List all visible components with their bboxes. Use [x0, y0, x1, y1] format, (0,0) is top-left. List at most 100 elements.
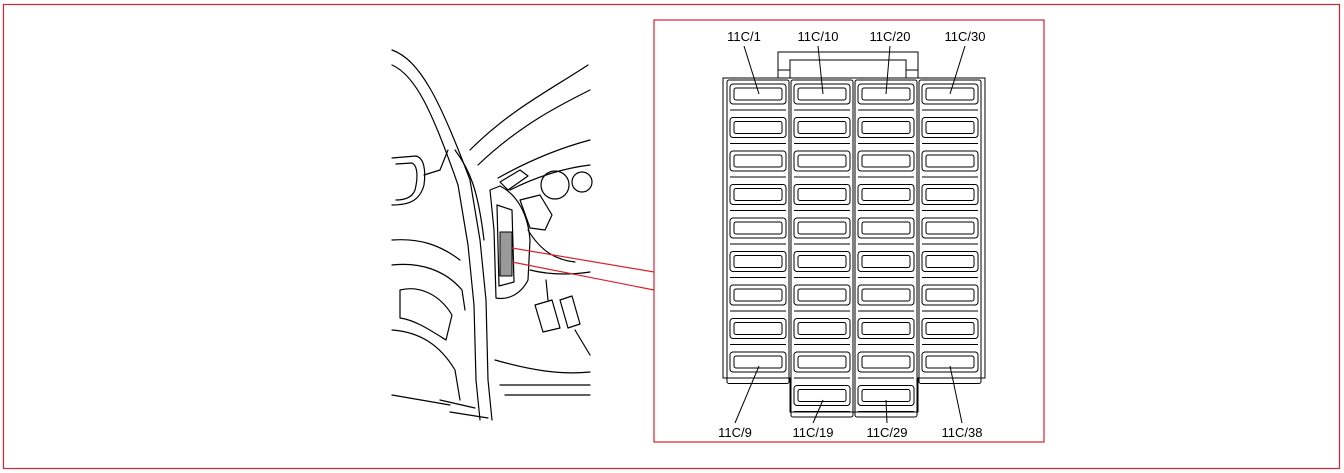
fuse-column: [726, 79, 790, 384]
callout-labels-top: 11C/1 11C/10 11C/20 11C/30: [727, 29, 985, 44]
side-mirror-inner: [395, 162, 418, 201]
fuse-slot: [857, 184, 915, 205]
fuse-slot: [793, 150, 851, 172]
fuse-box-location: [499, 231, 513, 277]
fuse: [861, 221, 911, 235]
fuse-slot: [921, 184, 979, 205]
fuse-slot: [729, 251, 787, 272]
fuse-slot: [729, 150, 787, 172]
fuse: [733, 255, 783, 268]
pointer-11c-29: [885, 399, 888, 424]
fuse-slot: [793, 385, 851, 406]
fuse: [925, 87, 975, 101]
fuse: [861, 188, 911, 201]
fuse-slot: [857, 318, 915, 339]
fuse-slot: [793, 351, 851, 373]
fuse-slot: [921, 150, 979, 172]
door-sill-3: [449, 411, 489, 419]
brake-pedal: [534, 299, 561, 333]
fuse-slot: [793, 184, 851, 205]
dash-gauge-2: [571, 171, 593, 193]
fuse: [797, 355, 847, 369]
fuse: [797, 154, 847, 168]
footwell-line: [574, 329, 591, 356]
floor-line-1: [494, 359, 591, 374]
pointer-11c-30: [949, 45, 966, 95]
door-pocket: [391, 329, 461, 401]
fuse: [861, 121, 911, 134]
fuse: [861, 322, 911, 335]
door-armrest: [391, 263, 466, 311]
fuse: [733, 322, 783, 335]
fuse: [733, 154, 783, 168]
fuse-slot: [729, 351, 787, 373]
door-sill-1: [391, 394, 451, 406]
fuse-slot: [729, 117, 787, 138]
fuse: [797, 221, 847, 235]
fuse: [925, 221, 975, 235]
label-11c-1: 11C/1: [727, 29, 761, 44]
pedal-arm: [545, 279, 549, 301]
fuse: [925, 255, 975, 268]
fuse: [925, 188, 975, 201]
pointer-11c-19: [812, 399, 824, 424]
fuse: [925, 121, 975, 134]
door-frame-inner: [391, 64, 481, 421]
dash-vent: [499, 169, 529, 191]
fuse: [733, 121, 783, 134]
leader-lines: [511, 247, 655, 291]
accelerator-pedal: [559, 295, 581, 329]
fuse-slot: [921, 318, 979, 339]
fuse: [861, 255, 911, 268]
fuse-slot: [857, 351, 915, 373]
door-sill-2: [439, 399, 476, 409]
pointer-11c-10: [817, 45, 824, 95]
label-11c-10: 11C/10: [798, 29, 839, 44]
dash-gauge-1: [540, 170, 570, 200]
fuse: [733, 87, 783, 101]
pointer-11c-1: [743, 45, 760, 95]
fuse: [797, 288, 847, 302]
mirror-mount: [423, 149, 449, 176]
fuse-slot: [793, 318, 851, 339]
windshield-edge-2: [477, 89, 591, 166]
dashboard-line: [509, 164, 591, 191]
fuse-column: [854, 79, 918, 418]
label-11c-29: 11C/29: [867, 425, 908, 440]
callout-pointers: [734, 45, 966, 424]
leader-line-bottom: [511, 261, 655, 291]
fuse-slot: [857, 150, 915, 172]
fuse-slot: [857, 117, 915, 138]
fuse-slot: [729, 284, 787, 306]
label-11c-20: 11C/20: [870, 29, 911, 44]
fuse: [733, 188, 783, 201]
fuse-slot: [793, 251, 851, 272]
door-frame: [391, 49, 493, 421]
label-11c-38: 11C/38: [942, 425, 983, 440]
steering-wheel: [527, 229, 576, 263]
fuse-slot: [793, 217, 851, 239]
fuse-slot: [729, 83, 787, 105]
label-11c-30: 11C/30: [945, 29, 986, 44]
pointer-11c-20: [885, 45, 891, 95]
dash-side-panel: [489, 185, 531, 300]
door-handle: [399, 288, 453, 341]
fuse-slot: [857, 284, 915, 306]
dashboard-top: [497, 139, 591, 179]
callout-labels-bottom: 11C/9 11C/19 11C/29 11C/38: [718, 425, 982, 440]
fuse: [733, 288, 783, 302]
windshield-edge: [469, 64, 589, 151]
fuse-column: [918, 79, 982, 384]
fuse-slot: [729, 318, 787, 339]
fuse-slot: [793, 284, 851, 306]
fuse: [797, 188, 847, 201]
fuse-slot: [921, 284, 979, 306]
fuse: [797, 255, 847, 268]
fuse-box: [722, 51, 986, 418]
fuse: [925, 288, 975, 302]
pointer-11c-38: [949, 365, 963, 424]
car-interior-illustration: [391, 49, 593, 421]
pointer-11c-9: [734, 365, 760, 424]
fuse-slot: [921, 351, 979, 373]
fuse-slot: [921, 217, 979, 239]
